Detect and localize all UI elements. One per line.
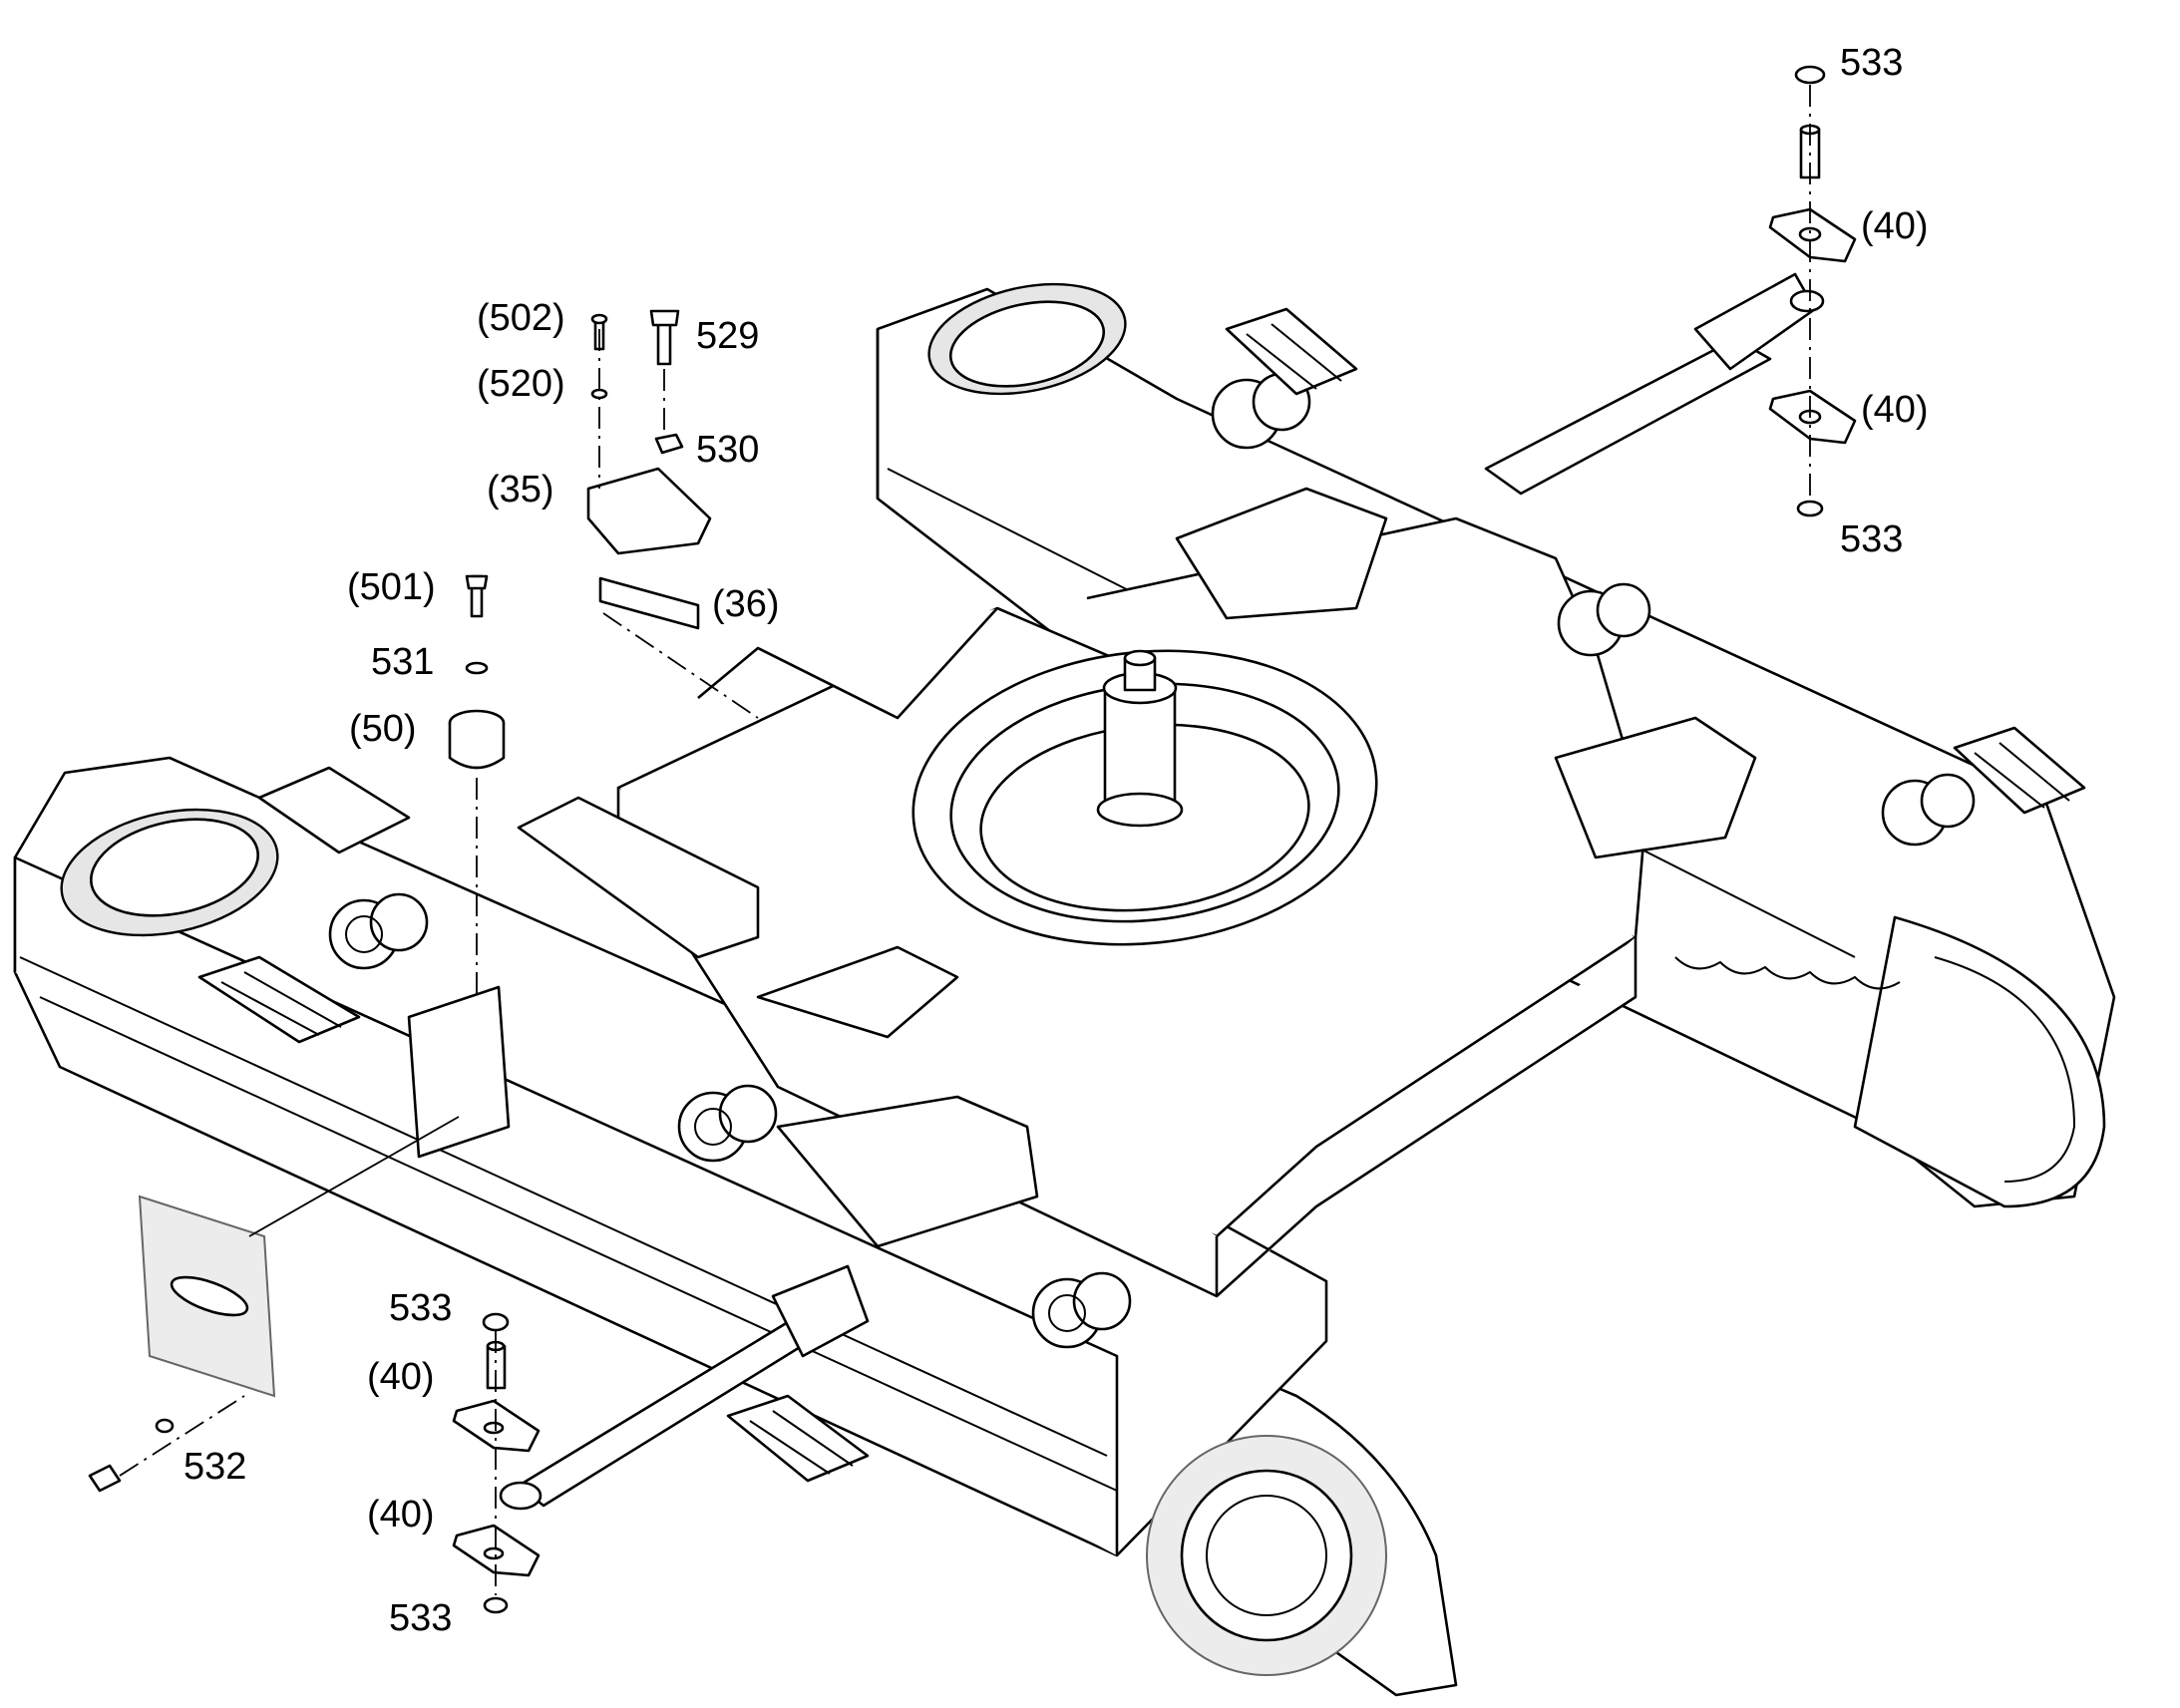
callout-531: 531 [371, 641, 435, 683]
callout-40-top-a: (40) [1861, 205, 1929, 247]
callout-520: (520) [477, 363, 565, 405]
motor-hub-e [1557, 582, 1651, 657]
callout-501: (501) [347, 566, 436, 608]
steps [197, 307, 2086, 1483]
top-middle-parts [586, 309, 759, 719]
callout-40-low-b: (40) [367, 1494, 435, 1536]
callout-502: (502) [477, 297, 565, 339]
cross-beams [499, 272, 1825, 1511]
callout-533-top-b: 533 [1840, 518, 1904, 560]
callout-529: 529 [696, 315, 760, 357]
motor-hub-a [328, 892, 429, 970]
callout-36: (36) [712, 583, 780, 625]
carbody [616, 516, 1647, 1298]
callout-533-low-b: 533 [389, 1597, 453, 1639]
callout-35: (35) [487, 469, 554, 511]
callout-533-low-a: 533 [389, 1287, 453, 1329]
cover-plate [88, 1116, 460, 1493]
left-middle-parts [407, 574, 511, 1159]
callout-40-top-b: (40) [1861, 389, 1929, 431]
callout-50: (50) [349, 708, 417, 750]
callout-530: 530 [696, 429, 760, 471]
top-right-parts [1768, 65, 1857, 517]
motor-hub-b [677, 1084, 778, 1163]
motor-hub-f [1881, 773, 1976, 847]
callout-533-top: 533 [1840, 42, 1904, 84]
drive-sprocket [328, 372, 1976, 1676]
lower-parts [452, 1312, 541, 1614]
callout-532: 532 [183, 1446, 247, 1488]
callout-40-low-a: (40) [367, 1356, 435, 1398]
motor-hub-c [1031, 1271, 1132, 1349]
